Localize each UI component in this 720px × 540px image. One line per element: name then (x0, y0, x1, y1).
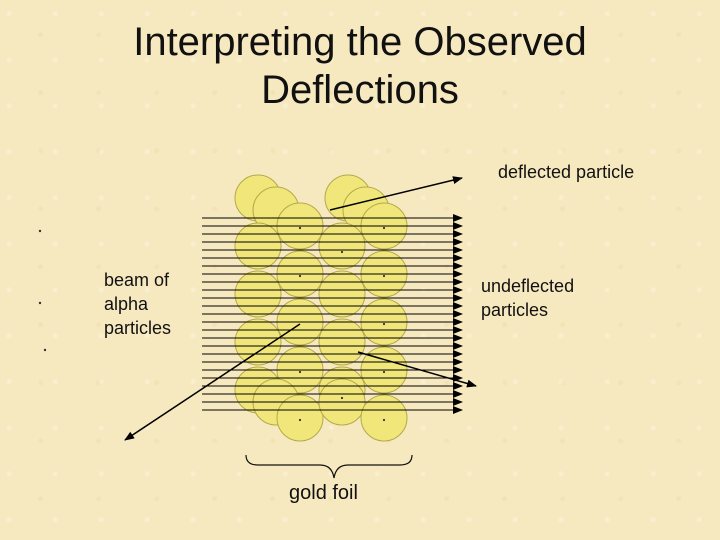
deflected-down-path (357, 351, 477, 388)
gold-foil-label: gold foil (289, 482, 358, 504)
beam-label: beam of alpha particles (104, 268, 171, 340)
beam-label-line-1: beam of (104, 270, 170, 290)
slide-title: Interpreting the Observed Deflections (0, 18, 720, 114)
nucleus-dot (298, 274, 302, 278)
nucleus-dot (382, 226, 386, 230)
gold-atom (234, 222, 282, 270)
nucleus-dot (340, 250, 344, 254)
deflected-particle-label: deflected particle (498, 162, 635, 182)
gold-atom (360, 394, 408, 442)
stray-dots (38, 229, 47, 352)
deflected-paths (124, 176, 477, 441)
nucleus-dot (298, 370, 302, 374)
gold-foil-atoms (234, 174, 408, 442)
deflected-up-path (329, 176, 463, 211)
nucleus-dot (382, 274, 386, 278)
beam-label-line-2: alpha (104, 294, 149, 314)
gold-atom (276, 394, 324, 442)
beam-label-line-3: particles (104, 318, 172, 338)
undeflected-label-line-1: undeflected (481, 276, 575, 296)
title-line-1: Interpreting the Observed (133, 20, 587, 64)
stray-dot (38, 229, 42, 233)
gold-atom (318, 270, 366, 318)
nucleus-dot (298, 226, 302, 230)
gold-atom (234, 270, 282, 318)
gold-atom (318, 222, 366, 270)
undeflected-label: undeflected particles (481, 274, 574, 322)
nucleus-dot (298, 418, 302, 422)
undeflected-label-line-2: particles (481, 300, 549, 320)
gold-atom (318, 318, 366, 366)
nucleus-dot (382, 418, 386, 422)
stray-dot (43, 348, 47, 352)
stray-dot (38, 301, 42, 305)
title-line-2: Deflections (261, 68, 459, 112)
back-scattered-path (124, 323, 301, 441)
nucleus-dot (340, 396, 344, 400)
foil-brace (245, 454, 413, 479)
nucleus-dot (382, 370, 386, 374)
nucleus-dot (382, 322, 386, 326)
